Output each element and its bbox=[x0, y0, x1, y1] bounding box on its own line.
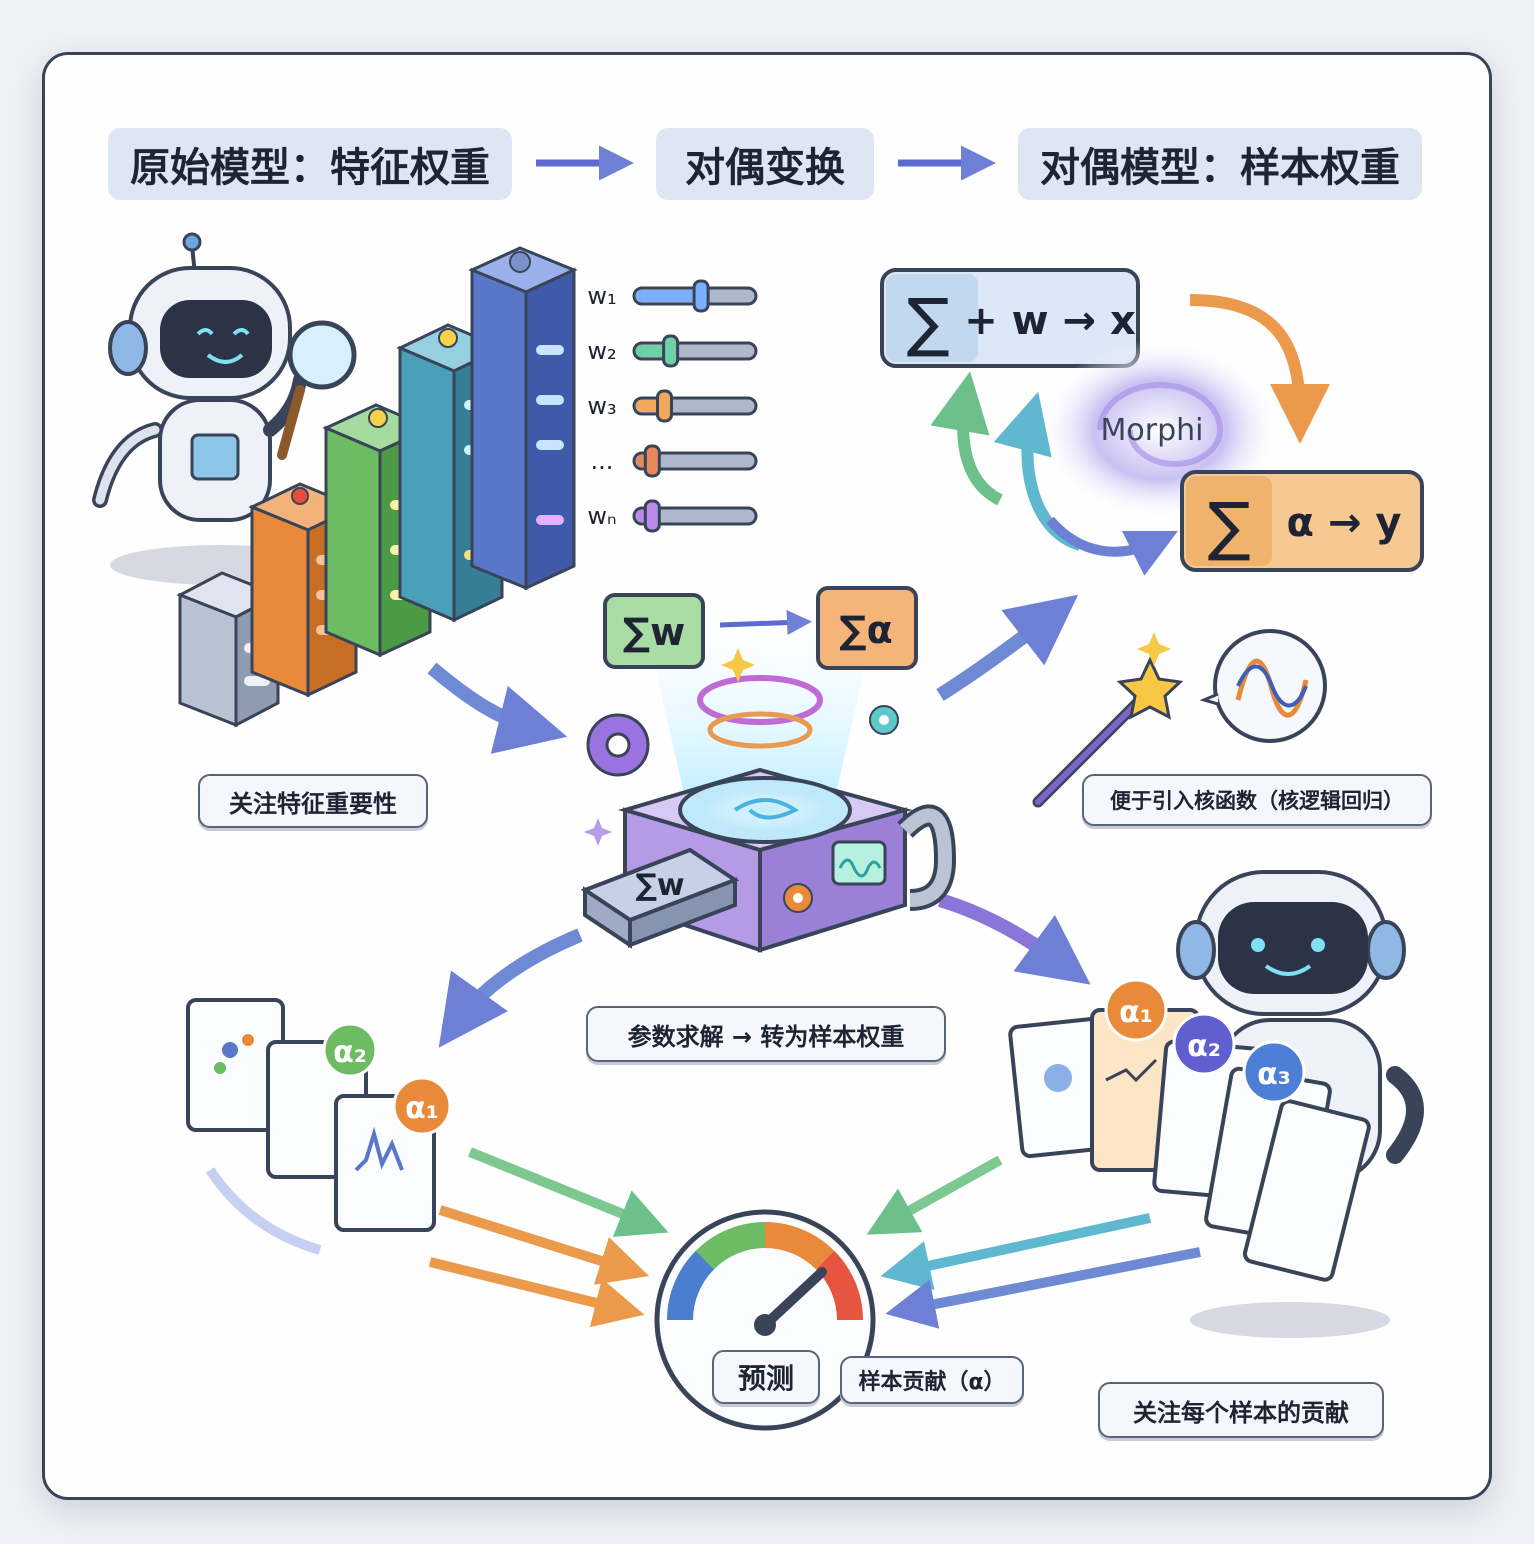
alpha-badge-right-3: α₃ bbox=[1242, 1040, 1306, 1104]
morph-arrow-blue bbox=[1046, 516, 1178, 576]
weight-slider-fill bbox=[636, 345, 671, 357]
weight-slider-knob[interactable] bbox=[643, 499, 661, 533]
flow-arrow-to-machine bbox=[427, 662, 568, 754]
bar-blue bbox=[468, 246, 578, 591]
primal-formula-box: ∑ + w → x bbox=[880, 268, 1140, 368]
morph-label: Morphi bbox=[1101, 413, 1204, 448]
magic-wand-icon bbox=[1032, 656, 1184, 808]
morph-arrow-green bbox=[930, 371, 1004, 506]
weight-slider-track bbox=[632, 451, 758, 471]
step-dual-model: 对偶模型：样本权重 bbox=[1018, 128, 1422, 200]
kernel-wave-bubble-icon bbox=[1199, 629, 1327, 743]
dual-sum-symbol: ∑ bbox=[1207, 490, 1250, 564]
alpha-badge-right-2-text: α₂ bbox=[1187, 1029, 1221, 1064]
kernel-label: 便于引入核函数（核逻辑回归） bbox=[1082, 774, 1432, 826]
alpha-badge-left-1: α₁ bbox=[392, 1076, 452, 1136]
left-sample-cards bbox=[186, 998, 436, 1255]
sample-focus-label: 关注每个样本的贡献 bbox=[1098, 1382, 1384, 1438]
right-arrow-blue bbox=[885, 1247, 1201, 1329]
weight-slider-knob[interactable] bbox=[656, 389, 673, 423]
primal-formula-text: + w → x bbox=[964, 298, 1136, 344]
weight-sliders: w₁ w₂ w₃... wₙ bbox=[587, 279, 758, 533]
weight-slider-track bbox=[632, 506, 758, 526]
machine-input-alpha: ∑α bbox=[839, 608, 892, 652]
left-arrow-orange-1 bbox=[438, 1205, 650, 1285]
flow-arrow-to-right-robot bbox=[937, 893, 1091, 985]
right-arrow-teal bbox=[880, 1213, 1152, 1291]
feature-focus-label: 关注特征重要性 bbox=[198, 774, 428, 828]
alpha-badge-left-1-text: α₁ bbox=[405, 1091, 439, 1126]
weight-slider-knob[interactable] bbox=[643, 444, 661, 478]
right-sample-cards bbox=[1008, 1008, 1371, 1282]
dual-formula-text: α → y bbox=[1287, 500, 1402, 546]
weight-label: w₁ bbox=[587, 282, 616, 310]
right-arrow-green bbox=[866, 1155, 1003, 1235]
weight-label: ... bbox=[591, 447, 614, 475]
left-arrow-orange-2 bbox=[428, 1257, 645, 1328]
alpha-badge-right-1-text: α₁ bbox=[1119, 995, 1153, 1030]
robot-left-icon bbox=[92, 232, 357, 585]
primal-sum-symbol: ∑ bbox=[906, 286, 949, 360]
flow-arrow-to-left-samples bbox=[438, 928, 583, 1048]
transform-machine-icon: ∑w ∑α ∑w bbox=[580, 586, 957, 953]
slot-card-text: ∑w bbox=[635, 868, 684, 903]
flow-arrow-to-dual bbox=[936, 594, 1079, 701]
sparkle-icon bbox=[721, 648, 755, 682]
dual-formula-box: ∑ α → y bbox=[1180, 470, 1424, 572]
feature-bars bbox=[176, 246, 578, 728]
alpha-badge-right-3-text: α₃ bbox=[1257, 1057, 1291, 1092]
contribution-label: 样本贡献（α） bbox=[840, 1356, 1024, 1404]
sparkle-icon bbox=[584, 818, 612, 846]
sparkle-icon bbox=[1137, 632, 1171, 666]
step-primal-model: 原始模型：特征权重 bbox=[108, 128, 512, 200]
weight-slider-knob[interactable] bbox=[692, 279, 710, 313]
step-dual-transform: 对偶变换 bbox=[656, 128, 874, 200]
alpha-badge-right-1: α₁ bbox=[1104, 978, 1168, 1042]
weight-label: wₙ bbox=[587, 502, 616, 530]
predict-label: 预测 bbox=[712, 1350, 820, 1404]
left-arrow-green bbox=[468, 1147, 669, 1237]
weight-slider-fill bbox=[636, 290, 702, 302]
weight-slider-knob[interactable] bbox=[662, 334, 680, 368]
morph-arrow-orange bbox=[1189, 294, 1330, 444]
alpha-badge-left-2: α₂ bbox=[322, 1022, 378, 1078]
machine-input-w: ∑w bbox=[623, 610, 685, 654]
solve-label: 参数求解 → 转为样本权重 bbox=[586, 1006, 946, 1062]
alpha-badge-left-2-text: α₂ bbox=[333, 1035, 367, 1070]
alpha-badge-right-2: α₂ bbox=[1172, 1012, 1236, 1076]
weight-label: w₂ bbox=[587, 337, 616, 365]
weight-label: w₃ bbox=[587, 392, 616, 420]
